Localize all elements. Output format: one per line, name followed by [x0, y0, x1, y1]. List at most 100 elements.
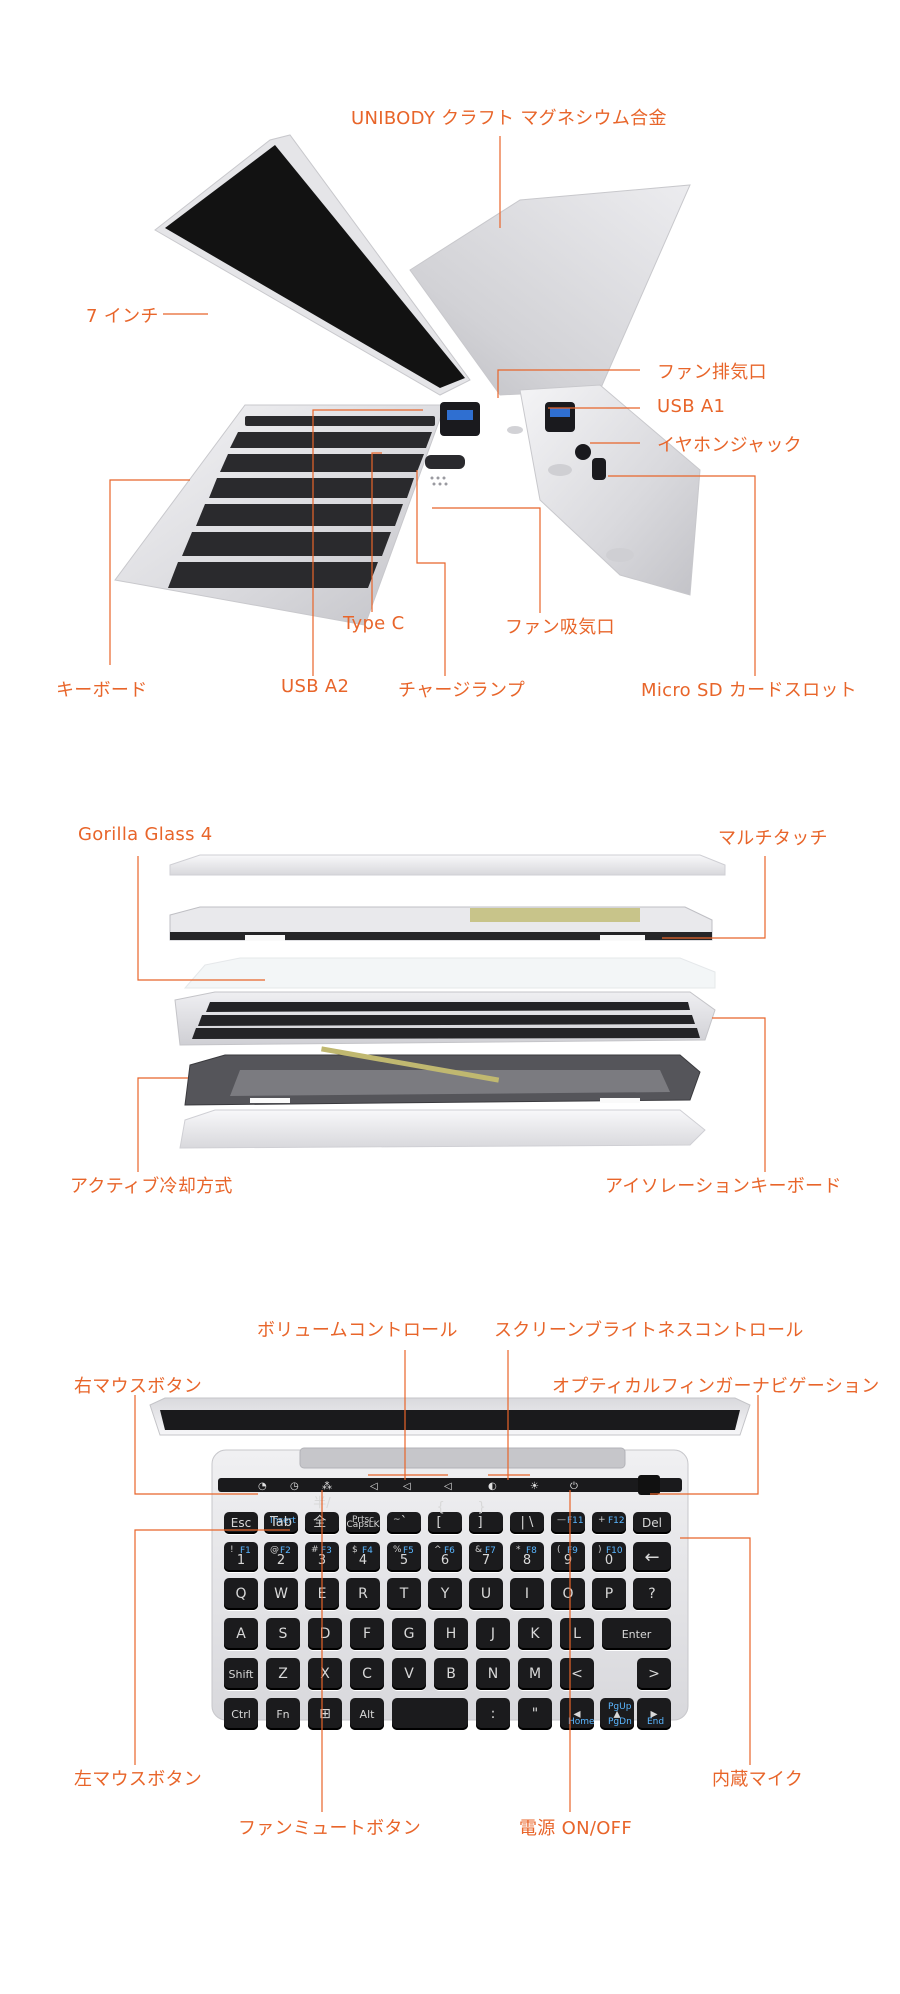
label-usb-a2: USB A2 [281, 676, 350, 697]
key-comma[interactable]: < [560, 1658, 594, 1690]
label-type-c: Type C [343, 613, 405, 634]
label-usb-a1: USB A1 [657, 396, 726, 417]
svg-text:⁂: ⁂ [322, 1480, 332, 1492]
arrow-right-icon: ▸ [650, 1706, 658, 1722]
key-tilde[interactable]: ~` [387, 1512, 421, 1534]
key-colon[interactable]: : [476, 1698, 510, 1730]
key-b[interactable]: B [434, 1658, 468, 1690]
layer-glass-lid [169, 854, 726, 876]
label-fan-intake: ファン吸気口 [505, 617, 615, 638]
key-j[interactable]: J [476, 1618, 510, 1650]
key-question[interactable]: ? [633, 1578, 671, 1610]
label-fan-exhaust: ファン排気口 [657, 362, 767, 383]
label-isolation-keyboard: アイソレーションキーボード [605, 1176, 842, 1197]
arrow-up-icon: ▴ [613, 1706, 621, 1722]
key-alt[interactable]: Alt [350, 1698, 384, 1730]
key-d[interactable]: D [308, 1618, 342, 1650]
key-minus[interactable]: —F11 [551, 1512, 585, 1534]
screen-display [165, 145, 465, 388]
label-seven-inch: 7 インチ [86, 306, 159, 327]
windows-icon: ⊞ [319, 1706, 331, 1722]
key-f[interactable]: F [350, 1618, 384, 1650]
label-unibody: UNIBODY クラフト マグネシウム合金 [351, 108, 667, 129]
key-period[interactable]: > [637, 1658, 671, 1690]
key-u[interactable]: U [469, 1578, 503, 1610]
key-z[interactable]: Z [266, 1658, 300, 1690]
key-plus[interactable]: +F12 [592, 1512, 626, 1534]
key-w[interactable]: W [264, 1578, 298, 1610]
svg-text:◁: ◁ [403, 1481, 411, 1492]
key-e[interactable]: E [305, 1578, 339, 1610]
key-k[interactable]: K [518, 1618, 552, 1650]
label-active-cooling: アクティブ冷却方式 [70, 1176, 233, 1197]
key-s[interactable]: S [266, 1618, 300, 1650]
key-a[interactable]: A [224, 1618, 258, 1650]
arrow-left-icon: ◂ [573, 1706, 581, 1722]
key-bracket-left[interactable]: { [ [428, 1500, 462, 1534]
label-gorilla-glass: Gorilla Glass 4 [78, 824, 213, 845]
layer-bottom-chassis [179, 1109, 706, 1149]
control-strip [218, 1478, 682, 1492]
key-y[interactable]: Y [428, 1578, 462, 1610]
svg-text:◁: ◁ [444, 1481, 452, 1492]
key-h[interactable]: H [434, 1618, 468, 1650]
key-backslash[interactable]: | \ [510, 1512, 544, 1534]
svg-text:◁: ◁ [370, 1481, 378, 1492]
svg-text:◷: ◷ [290, 1481, 299, 1492]
layer-glass-sheet [183, 957, 716, 989]
key-esc[interactable]: Esc [224, 1512, 258, 1534]
label-screen-brightness: スクリーンブライトネスコントロール [494, 1320, 804, 1341]
section-layered-construction: Gorilla Glass 4 マルチタッチ アクティブ冷却方式 アイソレーショ… [0, 760, 900, 1280]
exploded-layers-illustration [169, 854, 726, 1149]
key-quote[interactable]: " [518, 1698, 552, 1730]
key-ctrl[interactable]: Ctrl [224, 1698, 258, 1730]
label-left-mouse: 左マウスボタン [74, 1769, 203, 1790]
key-c[interactable]: C [350, 1658, 384, 1690]
key-space[interactable] [392, 1698, 468, 1730]
key-hankaku[interactable]: 半/全 [305, 1496, 339, 1534]
label-charge-lamp: チャージランプ [398, 680, 526, 701]
section-ports-overview: UNIBODY クラフト マグネシウム合金 7 インチ ファン排気口 USB A… [0, 0, 900, 760]
key-t[interactable]: T [387, 1578, 421, 1610]
label-built-in-mic: 内蔵マイク [712, 1769, 804, 1790]
key-x[interactable]: X [308, 1658, 342, 1690]
key-i[interactable]: I [510, 1578, 544, 1610]
key-q[interactable]: Q [224, 1578, 258, 1610]
svg-text:☀: ☀ [530, 1481, 539, 1492]
label-right-mouse: 右マウスボタン [74, 1376, 203, 1397]
key-del[interactable]: Del [633, 1512, 671, 1534]
label-optical-finger: オプティカルフィンガーナビゲーション [552, 1376, 880, 1397]
key-m[interactable]: M [518, 1658, 552, 1690]
key-l[interactable]: L [560, 1618, 594, 1650]
key-left-home[interactable]: ◂Home [560, 1698, 595, 1730]
key-v[interactable]: V [392, 1658, 426, 1690]
label-fan-mute: ファンミュートボタン [238, 1818, 421, 1839]
key-right-end[interactable]: ▸End [637, 1698, 671, 1730]
key-shift[interactable]: Shift [224, 1658, 258, 1690]
key-r[interactable]: R [346, 1578, 380, 1610]
label-earphone-jack: イヤホンジャック [657, 435, 802, 456]
key-fn[interactable]: Fn [266, 1698, 300, 1730]
key-bracket-right[interactable]: } ] [469, 1500, 503, 1534]
key-backspace[interactable]: ← [633, 1542, 671, 1572]
key-enter[interactable]: Enter [602, 1618, 671, 1650]
key-n[interactable]: N [476, 1658, 510, 1690]
key-g[interactable]: G [392, 1618, 426, 1650]
key-p[interactable]: P [592, 1578, 626, 1610]
key-o[interactable]: O [551, 1578, 585, 1610]
key-windows[interactable]: ⊞ [308, 1698, 342, 1730]
